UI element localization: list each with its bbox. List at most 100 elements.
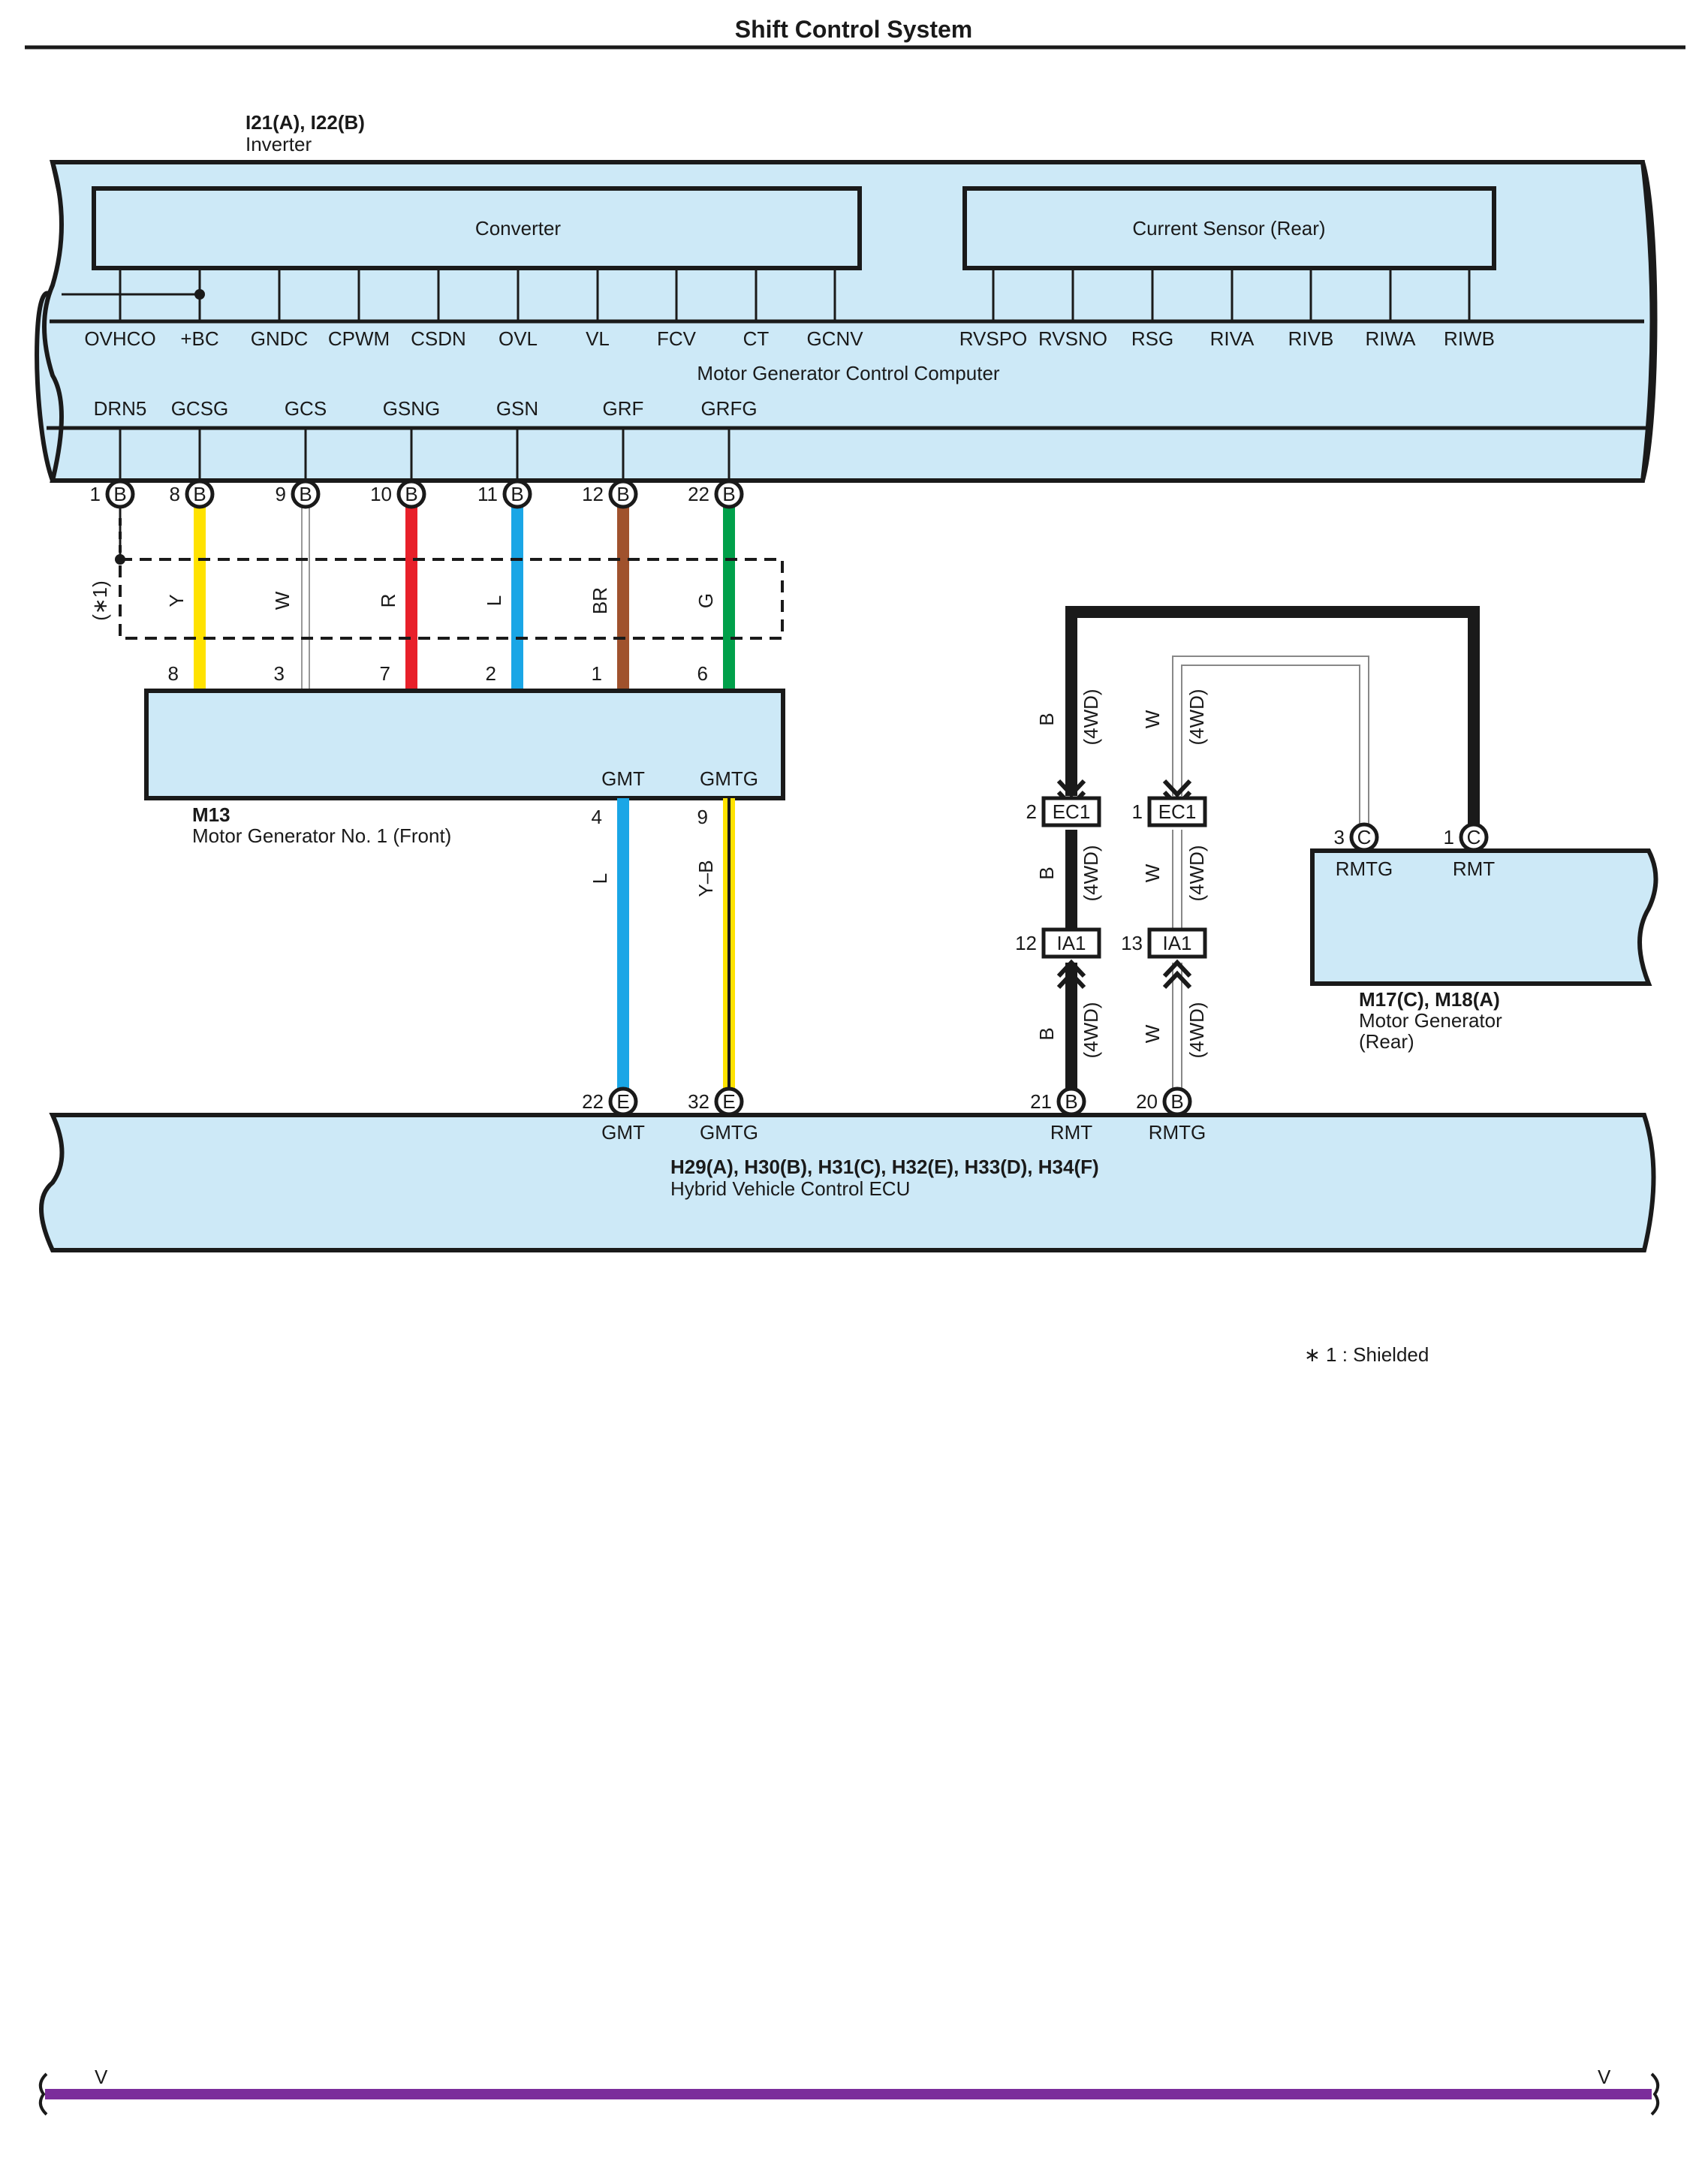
- inverter-pin-number: 10: [370, 483, 392, 505]
- rear-wire-variant: (4WD): [1185, 1002, 1208, 1058]
- inverter-pin-number: 1: [90, 483, 101, 505]
- rear-wire-variant: (4WD): [1185, 845, 1208, 901]
- motor-rear-name-line1: Motor Generator: [1359, 1009, 1502, 1032]
- ec1-connector: [1041, 796, 1101, 827]
- sensor-terminal-label: RSG: [1131, 327, 1173, 350]
- converter-box: [92, 186, 862, 270]
- rear-wire-color-code: W: [1141, 863, 1164, 882]
- ecu-pin-letter: E: [616, 1090, 629, 1113]
- front-wires: B1Y8GCSGB8W3GCSB9R7GSNGB10L2GSNB11BR1GRF…: [90, 479, 758, 720]
- rear-wire-color-code: W: [1141, 710, 1164, 728]
- inverter-pin-letter: B: [299, 483, 312, 505]
- ecu-pin: [608, 1087, 638, 1117]
- motor-rear-body: [1310, 848, 1658, 986]
- inverter-pin-letter: B: [511, 483, 523, 505]
- rear-wire-labels: B(4WD)B(4WD)B(4WD)W(4WD)W(4WD)W(4WD): [1035, 689, 1208, 1058]
- shield-note-label: (∗1): [89, 580, 111, 621]
- inverter-pin-letter: B: [193, 483, 206, 505]
- rear-wire-variant: (4WD): [1080, 689, 1102, 745]
- inverter-name: Inverter: [246, 133, 312, 155]
- converter-terminal-label: FCV: [657, 327, 697, 350]
- sensor-terminal-label: RIVB: [1288, 327, 1334, 350]
- converter-terminal-label: CPWM: [328, 327, 390, 350]
- m13-name: Motor Generator No. 1 (Front): [192, 824, 451, 847]
- converter-terminal-label: CSDN: [411, 327, 466, 350]
- ecu-connectors: H29(A), H30(B), H31(C), H32(E), H33(D), …: [670, 1156, 1099, 1178]
- lower-terminal-label: GCS: [285, 397, 327, 420]
- ecu-pin: [1056, 1087, 1086, 1117]
- motor-rear-pin-label: RMTG: [1336, 857, 1393, 880]
- sensor-terminal-label: RIVA: [1210, 327, 1255, 350]
- inverter-pin-letter: B: [722, 483, 735, 505]
- rear-wire-color-code: B: [1035, 713, 1058, 725]
- rear-wire-color-code: B: [1035, 1027, 1058, 1040]
- rmt-wire-harness: [1065, 606, 1480, 833]
- inverter-pin: [105, 479, 135, 509]
- bottom-bar-left-label: V: [95, 2066, 108, 2088]
- bottom-bar-right-label: V: [1598, 2066, 1611, 2088]
- converter-label: Converter: [475, 217, 561, 240]
- ecu-body: [39, 1113, 1656, 1252]
- rear-wire-variant: (4WD): [1080, 1002, 1102, 1058]
- m13-output-color-code: Y–B: [694, 860, 717, 897]
- m13-output-pin-number: 4: [592, 806, 602, 828]
- ia1-connector: [1147, 927, 1207, 959]
- ecu-pin-letter: E: [722, 1090, 735, 1113]
- motor-rear-pin: [1349, 822, 1379, 852]
- converter-terminal-label: VL: [586, 327, 610, 350]
- motor-rear-pin-letter: C: [1467, 826, 1481, 848]
- computer-label: Motor Generator Control Computer: [697, 362, 1000, 384]
- front-wire-color-code: G: [694, 593, 717, 608]
- m13-pin-number: 8: [168, 662, 179, 685]
- motor-rear-pin-letter: C: [1357, 826, 1372, 848]
- inverter-pin-number: 12: [582, 483, 604, 505]
- rmtg-chevron-up-icon: [1162, 959, 1192, 990]
- lower-terminal-label: GSN: [496, 397, 538, 420]
- front-wire-color-code: L: [483, 595, 505, 606]
- bottom-bar-left-cap: [38, 2072, 48, 2116]
- m13-pin-number: 6: [697, 662, 708, 685]
- ec1-pin-number: 2: [1026, 800, 1037, 823]
- converter-terminal-label: +BC: [180, 327, 218, 350]
- rear-wire-color-code: B: [1035, 866, 1058, 879]
- m13-body: [144, 689, 785, 800]
- m13-pin-number: 3: [274, 662, 285, 685]
- inverter-connectors: I21(A), I22(B): [246, 111, 365, 134]
- m13-pin-number: 1: [592, 662, 602, 685]
- ecu-pin-label: RMT: [1050, 1121, 1092, 1144]
- converter-terminal-label: GNDC: [251, 327, 309, 350]
- front-wire-color-code: Y: [165, 594, 188, 607]
- rear-wire-variant: (4WD): [1080, 845, 1102, 901]
- inverter-pin-letter: B: [405, 483, 417, 505]
- converter-terminal-label: OVL: [499, 327, 538, 350]
- ecu-name: Hybrid Vehicle Control ECU: [670, 1177, 910, 1200]
- shield-junction-dot: [115, 554, 125, 565]
- ecu-pin: [1162, 1087, 1192, 1117]
- current-sensor-box: [962, 186, 1496, 270]
- inverter-pin: [396, 479, 426, 509]
- ia1-connector: [1041, 927, 1101, 959]
- sensor-terminal-label: RVSNO: [1038, 327, 1107, 350]
- front-wire-color-code: W: [271, 591, 294, 610]
- inverter-pin-number: 8: [170, 483, 180, 505]
- inverter-pin: [185, 479, 215, 509]
- motor-rear-pin-number: 3: [1334, 826, 1345, 848]
- ecu-pin-number: 21: [1030, 1090, 1052, 1113]
- m13-connector: M13: [192, 803, 230, 826]
- ecu-pin-number: 22: [582, 1090, 604, 1113]
- inverter-pin-number: 9: [276, 483, 286, 505]
- inverter-pin: [714, 479, 744, 509]
- rear-wire-variant: (4WD): [1185, 689, 1208, 745]
- ec1-connector-label: EC1: [1158, 800, 1197, 823]
- m13-pin-number: 7: [380, 662, 390, 685]
- sensor-terminal-label: RIWB: [1444, 327, 1495, 350]
- ia1-pin-number: 13: [1121, 932, 1143, 954]
- lower-terminal-label: GRFG: [700, 397, 757, 420]
- ecu-pin-letter: B: [1170, 1090, 1183, 1113]
